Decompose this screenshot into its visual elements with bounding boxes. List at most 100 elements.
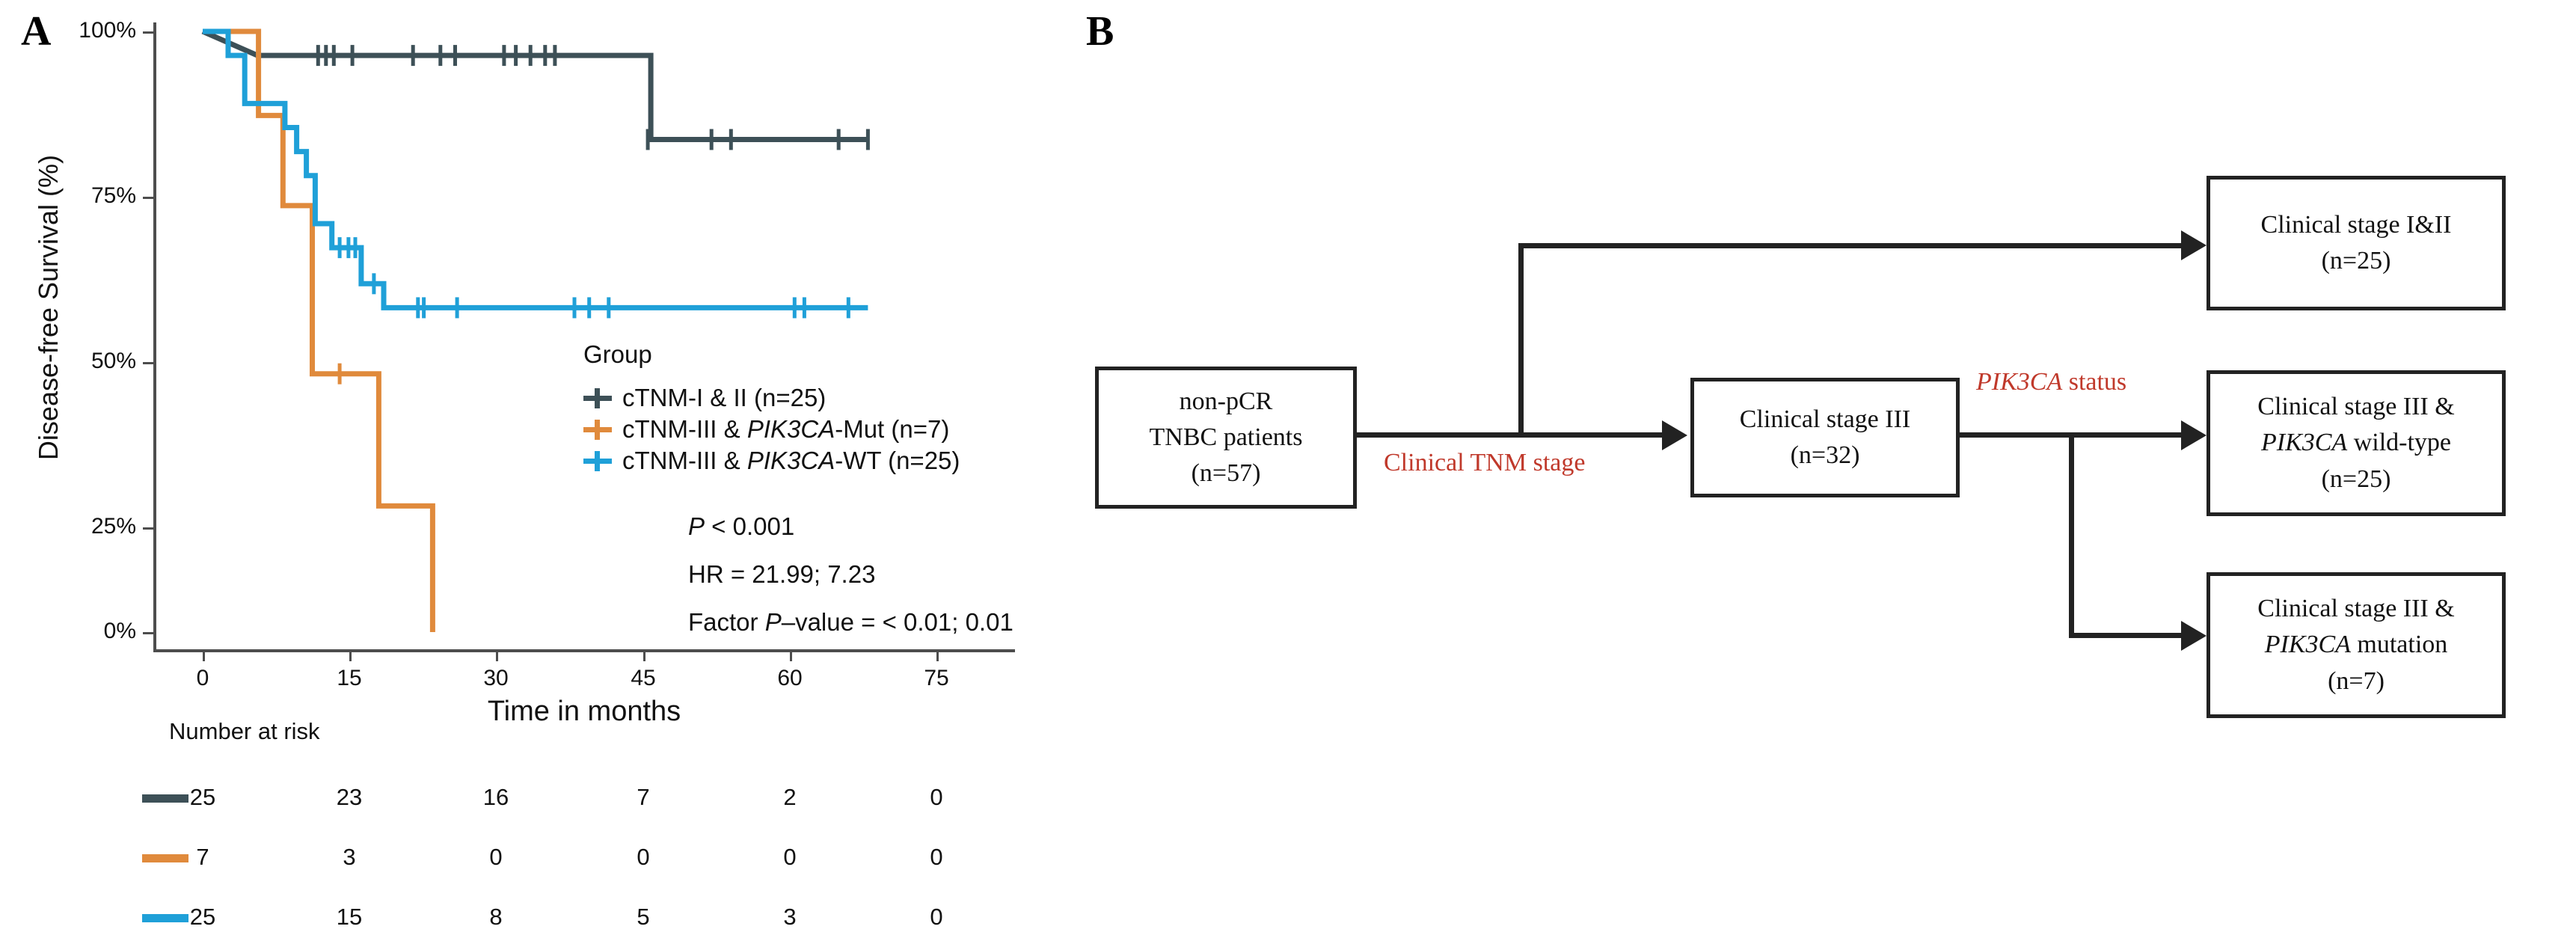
flow-node-line: (n=32) — [1790, 441, 1860, 469]
x-axis-line — [153, 649, 1015, 652]
flow-node-stage-iii-pik3ca-mut[interactable]: Clinical stage III & PIK3CA mutation (n=… — [2207, 572, 2506, 718]
risk-cell: 16 — [482, 784, 509, 810]
y-tick-75 — [143, 197, 155, 199]
risk-cell: 0 — [637, 844, 650, 870]
legend-marker-icon-ctnm-iii-wt — [583, 450, 612, 472]
y-tick-100 — [143, 31, 155, 34]
x-tick-30 — [496, 649, 498, 661]
x-tick-75 — [936, 649, 939, 661]
risk-table-row-ctnm-iii-mut: 7 3 0 0 0 0 — [0, 844, 1062, 874]
x-tick-label-60: 60 — [777, 666, 803, 690]
flow-node-line: (n=7) — [2328, 666, 2385, 695]
x-tick-60 — [790, 649, 792, 661]
legend-marker-icon-ctnm-iii-mut — [583, 418, 612, 441]
legend-item-ctnm-iii-wt[interactable]: cTNM-III & PIK3CA-WT (n=25) — [583, 445, 1032, 476]
flow-node-line: (n=25) — [2321, 247, 2391, 275]
flow-node-line: Clinical stage III & — [2257, 393, 2455, 421]
y-tick-label-50: 50% — [91, 349, 136, 373]
x-tick-label-15: 15 — [337, 666, 362, 690]
risk-swatch-icon-ctnm-iii-mut — [142, 854, 188, 862]
risk-cell: 3 — [783, 904, 797, 930]
flow-node-line: PIK3CA wild-type — [2260, 429, 2452, 457]
risk-cell: 8 — [489, 904, 503, 930]
flow-node-line: non-pCR — [1179, 387, 1273, 415]
flow-node-line: Clinical stage I&II — [2260, 210, 2452, 239]
risk-cell: 0 — [783, 844, 797, 870]
y-tick-label-0: 0% — [103, 619, 136, 643]
x-tick-label-30: 30 — [483, 666, 509, 690]
risk-cell: 15 — [336, 904, 363, 930]
legend-item-ctnm-iii-mut[interactable]: cTNM-III & PIK3CA-Mut (n=7) — [583, 414, 1032, 445]
km-curve — [203, 28, 868, 310]
y-tick-0 — [143, 632, 155, 634]
edge-label-clinical-tnm-stage: Clinical TNM stage — [1384, 449, 1586, 476]
flow-edge-to-mut — [2069, 633, 2184, 638]
risk-table-row-ctnm-iii-wt: 25 15 8 5 3 0 — [0, 904, 1062, 934]
flow-node-line: Clinical stage III & — [2257, 595, 2455, 623]
risk-cell: 0 — [930, 904, 943, 930]
x-tick-0 — [203, 649, 205, 661]
stat-hazard-ratio: HR = 21.99; 7.23 — [688, 560, 876, 588]
y-tick-label-25: 25% — [91, 514, 136, 539]
risk-cell: 0 — [930, 844, 943, 870]
y-tick-25 — [143, 527, 155, 530]
flow-node-clinical-stage-i-ii[interactable]: Clinical stage I&II (n=25) — [2207, 176, 2506, 310]
flow-edge-non-pcr-to-stage-iii — [1357, 432, 1665, 438]
risk-cell: 0 — [930, 784, 943, 810]
flow-node-stage-iii-pik3ca-wt[interactable]: Clinical stage III & PIK3CA wild-type (n… — [2207, 370, 2506, 516]
x-tick-label-45: 45 — [631, 666, 656, 690]
risk-cell: 25 — [189, 904, 216, 930]
arrow-head-icon-to-stage-i-ii — [2181, 230, 2207, 260]
flow-edge-riser-to-stage-i-ii — [1518, 243, 1524, 436]
statistics-annotations: P < 0.001 HR = 21.99; 7.23 Factor P–valu… — [688, 512, 1077, 656]
km-curves-svg — [201, 28, 870, 632]
arrow-head-icon-to-stage-iii — [1662, 420, 1687, 450]
x-tick-label-0: 0 — [196, 666, 209, 690]
stat-p-value: P < 0.001 — [688, 512, 795, 540]
flow-edge-to-stage-i-ii — [1518, 243, 2184, 248]
legend-label-ctnm-iii-mut: cTNM-III & PIK3CA-Mut (n=7) — [622, 415, 950, 443]
edge-label-pik3ca-status: PIK3CA status — [1976, 368, 2127, 396]
km-curve — [201, 28, 868, 142]
flow-node-line: Clinical stage III — [1739, 405, 1911, 433]
number-at-risk-table: Number at risk 25 23 16 7 2 0 7 3 0 0 0 … — [0, 718, 1062, 943]
risk-swatch-icon-ctnm-iii-wt — [142, 914, 188, 922]
legend-label-ctnm-iii-wt: cTNM-III & PIK3CA-WT (n=25) — [622, 447, 960, 474]
risk-cell: 25 — [189, 784, 216, 810]
risk-table-title: Number at risk — [169, 718, 320, 744]
risk-swatch-icon-ctnm-i-ii — [142, 794, 188, 803]
risk-cell: 5 — [637, 904, 650, 930]
x-tick-label-75: 75 — [924, 666, 949, 690]
panel-label-a: A — [21, 8, 52, 55]
x-axis-title: Time in months — [487, 696, 681, 727]
flow-node-line: PIK3CA mutation — [2264, 631, 2448, 659]
risk-cell: 2 — [783, 784, 797, 810]
y-tick-label-100: 100% — [79, 18, 136, 43]
legend-marker-icon-ctnm-i-ii — [583, 387, 612, 409]
legend-item-ctnm-i-ii[interactable]: cTNM-I & II (n=25) — [583, 382, 1032, 414]
km-plot-area: 100% 75% 50% 25% 0% 0 15 30 45 60 75 — [0, 0, 1062, 727]
risk-cell: 7 — [196, 844, 209, 870]
flow-node-line: TNBC patients — [1149, 423, 1303, 451]
flow-node-clinical-stage-iii[interactable]: Clinical stage III (n=32) — [1690, 378, 1960, 497]
flow-node-non-pcr-tnbc[interactable]: non-pCR TNBC patients (n=57) — [1095, 367, 1357, 509]
y-axis-line — [153, 22, 156, 652]
risk-cell: 0 — [489, 844, 503, 870]
legend-label-ctnm-i-ii: cTNM-I & II (n=25) — [622, 384, 827, 411]
km-curve — [203, 28, 435, 632]
panel-a-kaplan-meier: A 100% 75% 50% 25% 0% 0 15 30 — [0, 0, 1062, 944]
flow-edge-drop-to-mut — [2069, 432, 2074, 638]
risk-cell: 3 — [343, 844, 356, 870]
arrow-head-icon-to-mut — [2181, 621, 2207, 651]
legend-title: Group — [583, 340, 652, 368]
x-tick-45 — [643, 649, 645, 661]
risk-cell: 7 — [637, 784, 650, 810]
x-tick-15 — [349, 649, 352, 661]
y-tick-50 — [143, 362, 155, 364]
flow-node-line: (n=57) — [1191, 459, 1261, 488]
legend: Group cTNM-I & II (n=25) cTNM-III & PIK3… — [583, 340, 1032, 476]
risk-table-row-ctnm-i-ii: 25 23 16 7 2 0 — [0, 784, 1062, 814]
y-tick-label-75: 75% — [91, 183, 136, 208]
panel-label-b: B — [1086, 8, 1114, 55]
arrow-head-icon-to-wt — [2181, 420, 2207, 450]
